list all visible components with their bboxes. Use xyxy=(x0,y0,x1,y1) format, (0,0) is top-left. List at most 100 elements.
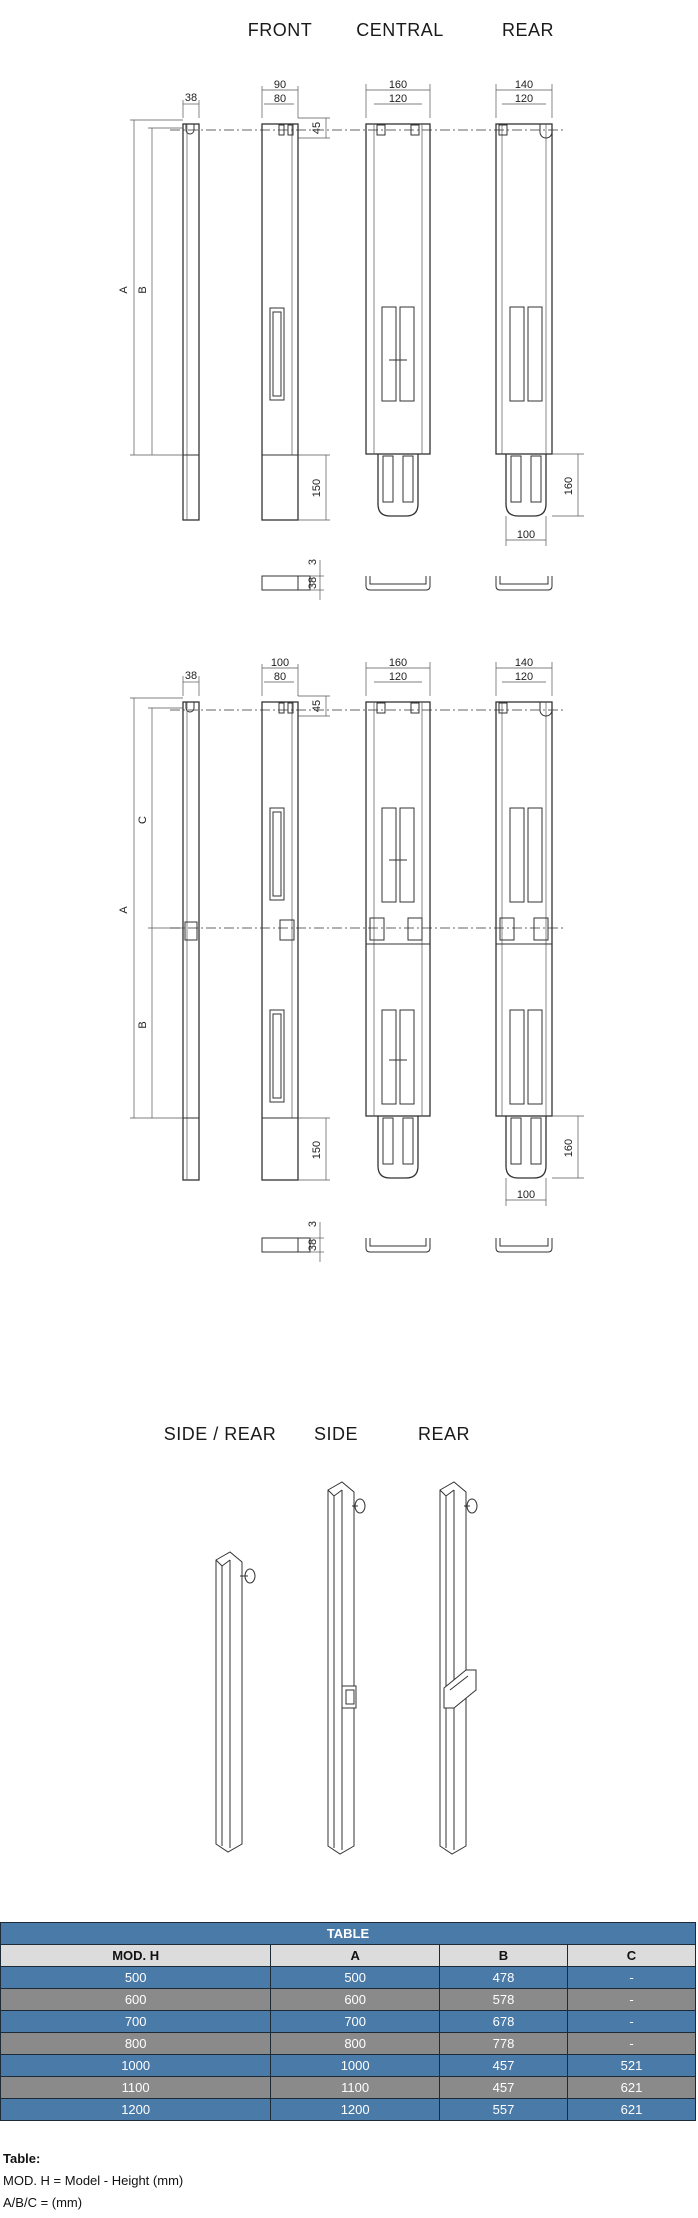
dim-rear-height-2: 160 xyxy=(563,1139,575,1157)
table-cell: 800 xyxy=(0,2032,272,2055)
dim-front-top-2: 45 xyxy=(311,700,323,712)
dim-front-bottom-2: 150 xyxy=(311,1141,323,1159)
heading-rear: REAR xyxy=(502,20,554,40)
table-cell: 1200 xyxy=(270,2098,440,2121)
table-cell: 621 xyxy=(566,2076,697,2099)
dim-rear-width: 100 xyxy=(517,529,535,541)
table-grid: TABLE MOD. H A B C 500 500 478 - 600 600… xyxy=(0,1922,697,2121)
table-row: 1100 1100 457 621 xyxy=(0,2076,697,2099)
drawing-1: FRONT CENTRAL REAR 38 A B xyxy=(118,20,584,600)
heading-front: FRONT xyxy=(248,20,313,40)
front-view-1: 90 80 45 150 xyxy=(261,79,330,521)
table-row: 700 700 678 - xyxy=(0,2010,697,2033)
table-cell: 1100 xyxy=(270,2076,440,2099)
table-row: 1000 1000 457 521 xyxy=(0,2054,697,2077)
table-cell: 700 xyxy=(0,2010,272,2033)
technical-drawing: FRONT CENTRAL REAR 38 A B xyxy=(118,20,584,1855)
dim-rear-width-2: 100 xyxy=(517,1189,535,1201)
dim-section-depth-2: 38 xyxy=(307,1239,319,1251)
heading-central: CENTRAL xyxy=(356,20,444,40)
table-row: 1200 1200 557 621 xyxy=(0,2098,697,2121)
table-header: MOD. H xyxy=(0,1944,272,1967)
dim-rear-inner: 120 xyxy=(515,93,533,105)
rail-side-3d xyxy=(327,1481,366,1855)
table-header: C xyxy=(566,1944,697,1967)
dim-central-inner: 120 xyxy=(389,93,407,105)
table-row: 500 500 478 - xyxy=(0,1966,697,1989)
dim-front-bottom: 150 xyxy=(311,479,323,497)
table-row: 800 800 778 - xyxy=(0,2032,697,2055)
central-view-1: 160 120 xyxy=(365,79,431,517)
table-cell: 621 xyxy=(566,2098,697,2121)
dim-section-thick-2: 3 xyxy=(307,1221,319,1227)
dim-rear-height: 160 xyxy=(563,477,575,495)
table-header: B xyxy=(439,1944,568,1967)
table-cell: - xyxy=(566,2032,697,2055)
table-cell: 1200 xyxy=(0,2098,272,2121)
table-cell: 700 xyxy=(270,2010,440,2033)
label-b-2: B xyxy=(137,1021,149,1028)
dim-rear-outer-2: 140 xyxy=(515,657,533,669)
table-cell: 678 xyxy=(439,2010,568,2033)
dim-front-outer: 90 xyxy=(274,79,286,91)
heading-side: SIDE xyxy=(314,1424,358,1444)
table-cell: 1100 xyxy=(0,2076,272,2099)
table-cell: 521 xyxy=(566,2054,697,2077)
dim-central-inner-2: 120 xyxy=(389,671,407,683)
notes-line: MOD. H = Model - Height (mm) xyxy=(3,2173,184,2188)
drawing-2: 38 A C B 100 80 xyxy=(118,657,584,1262)
dim-front-inner: 80 xyxy=(274,93,286,105)
side-profile-1: 38 A B xyxy=(118,92,200,521)
heading-side-rear: SIDE / REAR xyxy=(164,1424,277,1444)
label-c-2: C xyxy=(137,816,149,824)
table-cell: 1000 xyxy=(270,2054,440,2077)
rail-side-rear-3d xyxy=(215,1551,256,1853)
side-profile-2: 38 A C B xyxy=(118,670,200,1181)
table-header: A xyxy=(270,1944,440,1967)
label-b: B xyxy=(137,286,149,293)
table-cell: 578 xyxy=(439,1988,568,2011)
dim-rear-outer: 140 xyxy=(515,79,533,91)
table-title: TABLE xyxy=(0,1922,696,1945)
dim-side-width: 38 xyxy=(185,92,197,104)
table-row: 600 600 578 - xyxy=(0,1988,697,2011)
dim-central-outer-2: 160 xyxy=(389,657,407,669)
rail-rear-3d xyxy=(439,1481,478,1855)
dimensions-table: TABLE MOD. H A B C 500 500 478 - 600 600… xyxy=(0,1922,697,2121)
central-view-2: 160 120 xyxy=(365,657,431,1179)
table-cell: 500 xyxy=(270,1966,440,1989)
table-cell: 478 xyxy=(439,1966,568,1989)
dim-section-thick: 3 xyxy=(307,559,319,565)
table-cell: 600 xyxy=(270,1988,440,2011)
section-profiles-2: 3 38 xyxy=(261,1221,553,1262)
label-a-2: A xyxy=(118,906,130,914)
dim-central-outer: 160 xyxy=(389,79,407,91)
dim-front-inner-2: 80 xyxy=(274,671,286,683)
rear-view-1: 140 120 160 100 xyxy=(495,79,584,546)
dim-side-width-2: 38 xyxy=(185,670,197,682)
table-cell: 557 xyxy=(439,2098,568,2121)
table-cell: 600 xyxy=(0,1988,272,2011)
table-cell: - xyxy=(566,1988,697,2011)
table-cell: - xyxy=(566,2010,697,2033)
section-profiles-1: 3 38 xyxy=(261,559,553,600)
table-notes: Table: MOD. H = Model - Height (mm) A/B/… xyxy=(3,2148,183,2214)
table-cell: 457 xyxy=(439,2076,568,2099)
rear-view-2: 140 120 160 100 xyxy=(495,657,584,1206)
front-view-2: 100 80 45 150 xyxy=(261,657,330,1181)
table-cell: 1000 xyxy=(0,2054,272,2077)
table-cell: - xyxy=(566,1966,697,1989)
dim-rear-inner-2: 120 xyxy=(515,671,533,683)
notes-line: A/B/C = (mm) xyxy=(3,2195,83,2210)
drawing-3: SIDE / REAR SIDE REAR xyxy=(164,1424,478,1855)
heading-rear-3d: REAR xyxy=(418,1424,470,1444)
table-cell: 778 xyxy=(439,2032,568,2055)
dim-section-depth: 38 xyxy=(307,577,319,589)
notes-title: Table: xyxy=(3,2151,41,2166)
table-cell: 500 xyxy=(0,1966,272,1989)
dim-front-top: 45 xyxy=(311,122,323,134)
label-a: A xyxy=(118,286,130,294)
dim-front-outer-2: 100 xyxy=(271,657,289,669)
table-cell: 457 xyxy=(439,2054,568,2077)
table-cell: 800 xyxy=(270,2032,440,2055)
